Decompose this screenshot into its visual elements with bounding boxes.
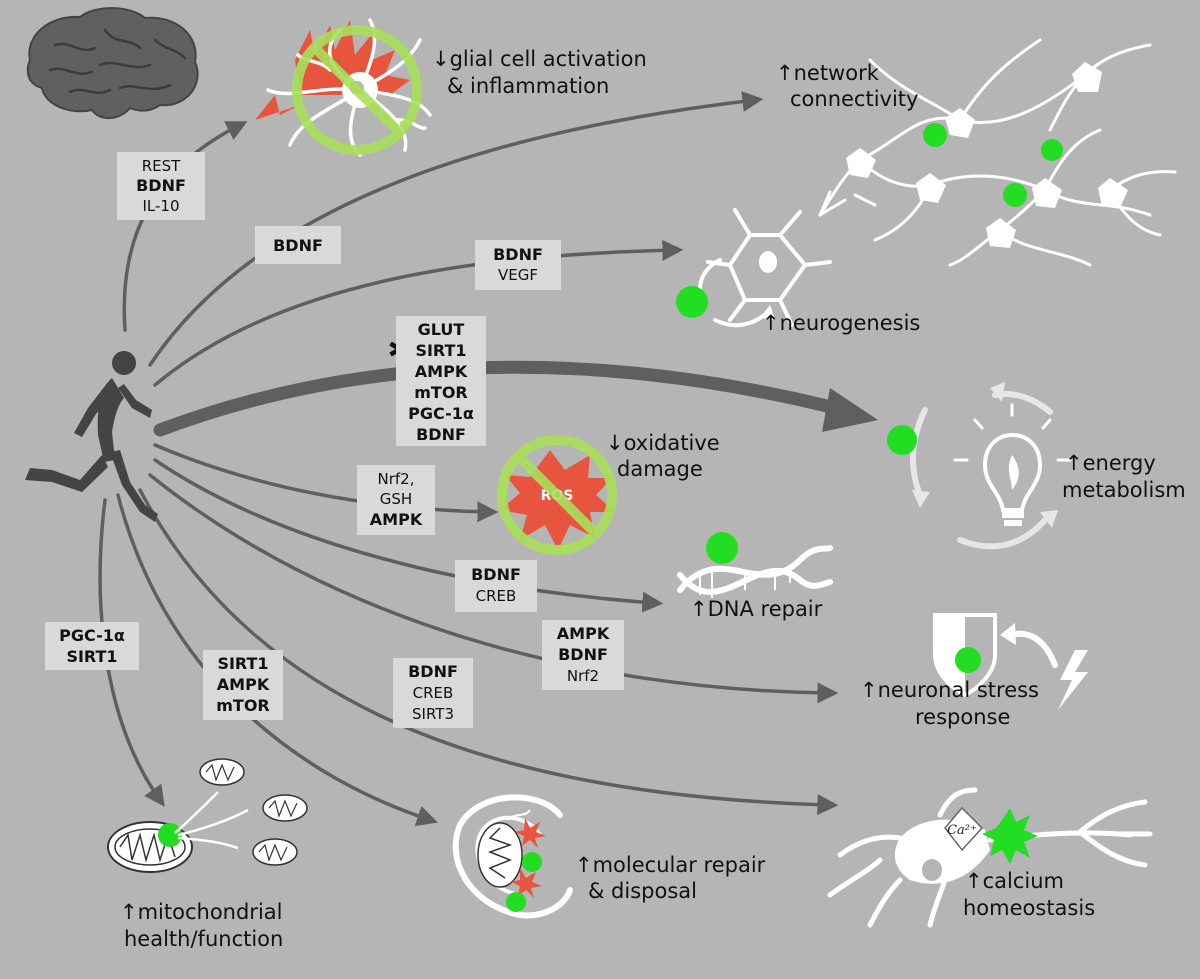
mediator-calcium: BDNF CREB SIRT3 xyxy=(393,658,473,728)
mediator-text: SIRT1 xyxy=(217,654,268,673)
mediator-text: AMPK xyxy=(217,675,270,694)
ca-label: Ca²⁺ xyxy=(947,823,977,838)
mediator-text: GLUT xyxy=(418,320,465,339)
mediator-text: BDNF xyxy=(471,565,521,584)
mediator-text: mTOR xyxy=(216,696,270,715)
brain-icon xyxy=(26,7,199,119)
mediator-dna: BDNF CREB xyxy=(455,560,537,612)
mediator-text: BDNF xyxy=(558,645,608,664)
mediator-network: BDNF xyxy=(255,226,341,264)
arrow-dna xyxy=(153,458,664,613)
mediator-text: AMPK xyxy=(415,362,468,381)
outcome-molecular-line2: & disposal xyxy=(588,879,697,903)
outcome-oxidative-line1: ↓oxidative xyxy=(606,431,720,455)
lightning-icon xyxy=(1058,650,1088,710)
mediator-mito: PGC-1α SIRT1 xyxy=(45,622,139,670)
mediator-text: mTOR xyxy=(414,383,468,402)
mediator-text: Nrf2 xyxy=(567,667,599,685)
mediator-text: GSH xyxy=(380,490,412,508)
mediator-energy: GLUT SIRT1 AMPK mTOR PGC-1α BDNF xyxy=(396,316,486,446)
mediator-text: PGC-1α xyxy=(408,404,474,423)
mitochondria-icon xyxy=(107,758,308,873)
outcome-stress-line1: ↑neuronal stress xyxy=(860,678,1039,702)
shield-icon xyxy=(933,613,997,698)
calcium-neuron-icon xyxy=(827,787,1153,928)
mediator-text: SIRT1 xyxy=(415,341,466,360)
outcome-network-line1: ↑network xyxy=(776,61,880,85)
network-green-spots xyxy=(923,123,1063,207)
calcium-green-burst xyxy=(982,808,1038,864)
dna-green-spot xyxy=(706,532,738,564)
mediator-text: SIRT1 xyxy=(66,647,117,666)
mediator-text: PGC-1α xyxy=(59,626,125,645)
mediator-glial: REST BDNF IL-10 xyxy=(117,152,205,220)
inhibit-symbol-glial xyxy=(292,25,422,155)
outcome-neurogenesis: ↑neurogenesis xyxy=(762,311,920,335)
outcome-glial-line1: ↓glial cell activation xyxy=(432,47,647,71)
outcome-calcium-line1: ↑calcium xyxy=(965,869,1064,893)
mediator-text: BDNF xyxy=(416,425,466,444)
outcome-energy-line2: metabolism xyxy=(1062,478,1186,502)
outcome-mito-line1: ↑mitochondrial xyxy=(120,900,282,924)
mediator-text: SIRT3 xyxy=(412,705,454,723)
outcome-stress-line2: response xyxy=(915,705,1010,729)
outcome-oxidative-line2: damage xyxy=(617,457,703,481)
outcome-energy-line1: ↑energy xyxy=(1065,451,1156,475)
mediator-text: CREB xyxy=(476,587,517,605)
dna-rungs xyxy=(699,566,791,598)
arrow-neurogenesis xyxy=(153,239,684,387)
dna-icon xyxy=(677,545,833,595)
arrow-energy-main xyxy=(153,360,842,437)
neuron-somas xyxy=(846,62,1128,248)
mediator-text: BDNF xyxy=(273,236,323,255)
runner-icon xyxy=(25,351,158,522)
arrow-stress xyxy=(148,473,839,704)
outcome-calcium-line2: homeostasis xyxy=(963,896,1095,920)
autophagy-icon xyxy=(452,794,573,919)
mediator-text: AMPK xyxy=(370,510,423,529)
lightbulb-icon xyxy=(953,403,1072,526)
mediator-molecular: SIRT1 AMPK mTOR xyxy=(203,650,283,720)
mediator-text: BDNF xyxy=(493,245,543,264)
mediator-oxidative: Nrf2, GSH AMPK xyxy=(357,465,435,535)
neurogenesis-icon xyxy=(676,208,832,328)
stress-arrowhead xyxy=(1000,623,1016,645)
mediator-text: VEGF xyxy=(498,266,538,284)
ca-badge: Ca²⁺ xyxy=(944,806,984,852)
outcome-dna: ↑DNA repair xyxy=(690,597,823,621)
energy-cycle-arrowheads xyxy=(912,382,1058,528)
mediator-text: IL-10 xyxy=(142,197,179,215)
calcium-neuron-nucleus xyxy=(922,859,942,881)
mediator-neurogenesis: BDNF VEGF xyxy=(475,240,561,290)
outcome-network-line2: connectivity xyxy=(790,87,918,111)
pathway-arrows xyxy=(98,91,839,826)
mediator-text: Nrf2, xyxy=(378,470,415,488)
arrow-network xyxy=(148,91,764,367)
energy-green-spot xyxy=(887,425,917,455)
outcome-glial-line2: & inflammation xyxy=(447,74,609,98)
inhibit-symbol-ros xyxy=(497,435,617,555)
mediator-text: AMPK xyxy=(557,624,610,643)
mediator-text: REST xyxy=(142,157,181,175)
mediator-text: BDNF xyxy=(408,662,458,681)
outcome-mito-line2: health/function xyxy=(124,927,283,951)
arrow-oxidative xyxy=(153,443,499,523)
arrow-energy-head xyxy=(822,388,878,432)
outcome-molecular-line1: ↑molecular repair xyxy=(575,853,766,877)
mediator-stress: AMPK BDNF Nrf2 xyxy=(542,620,624,690)
mediator-text: CREB xyxy=(413,684,454,702)
mediator-text: BDNF xyxy=(136,176,186,195)
